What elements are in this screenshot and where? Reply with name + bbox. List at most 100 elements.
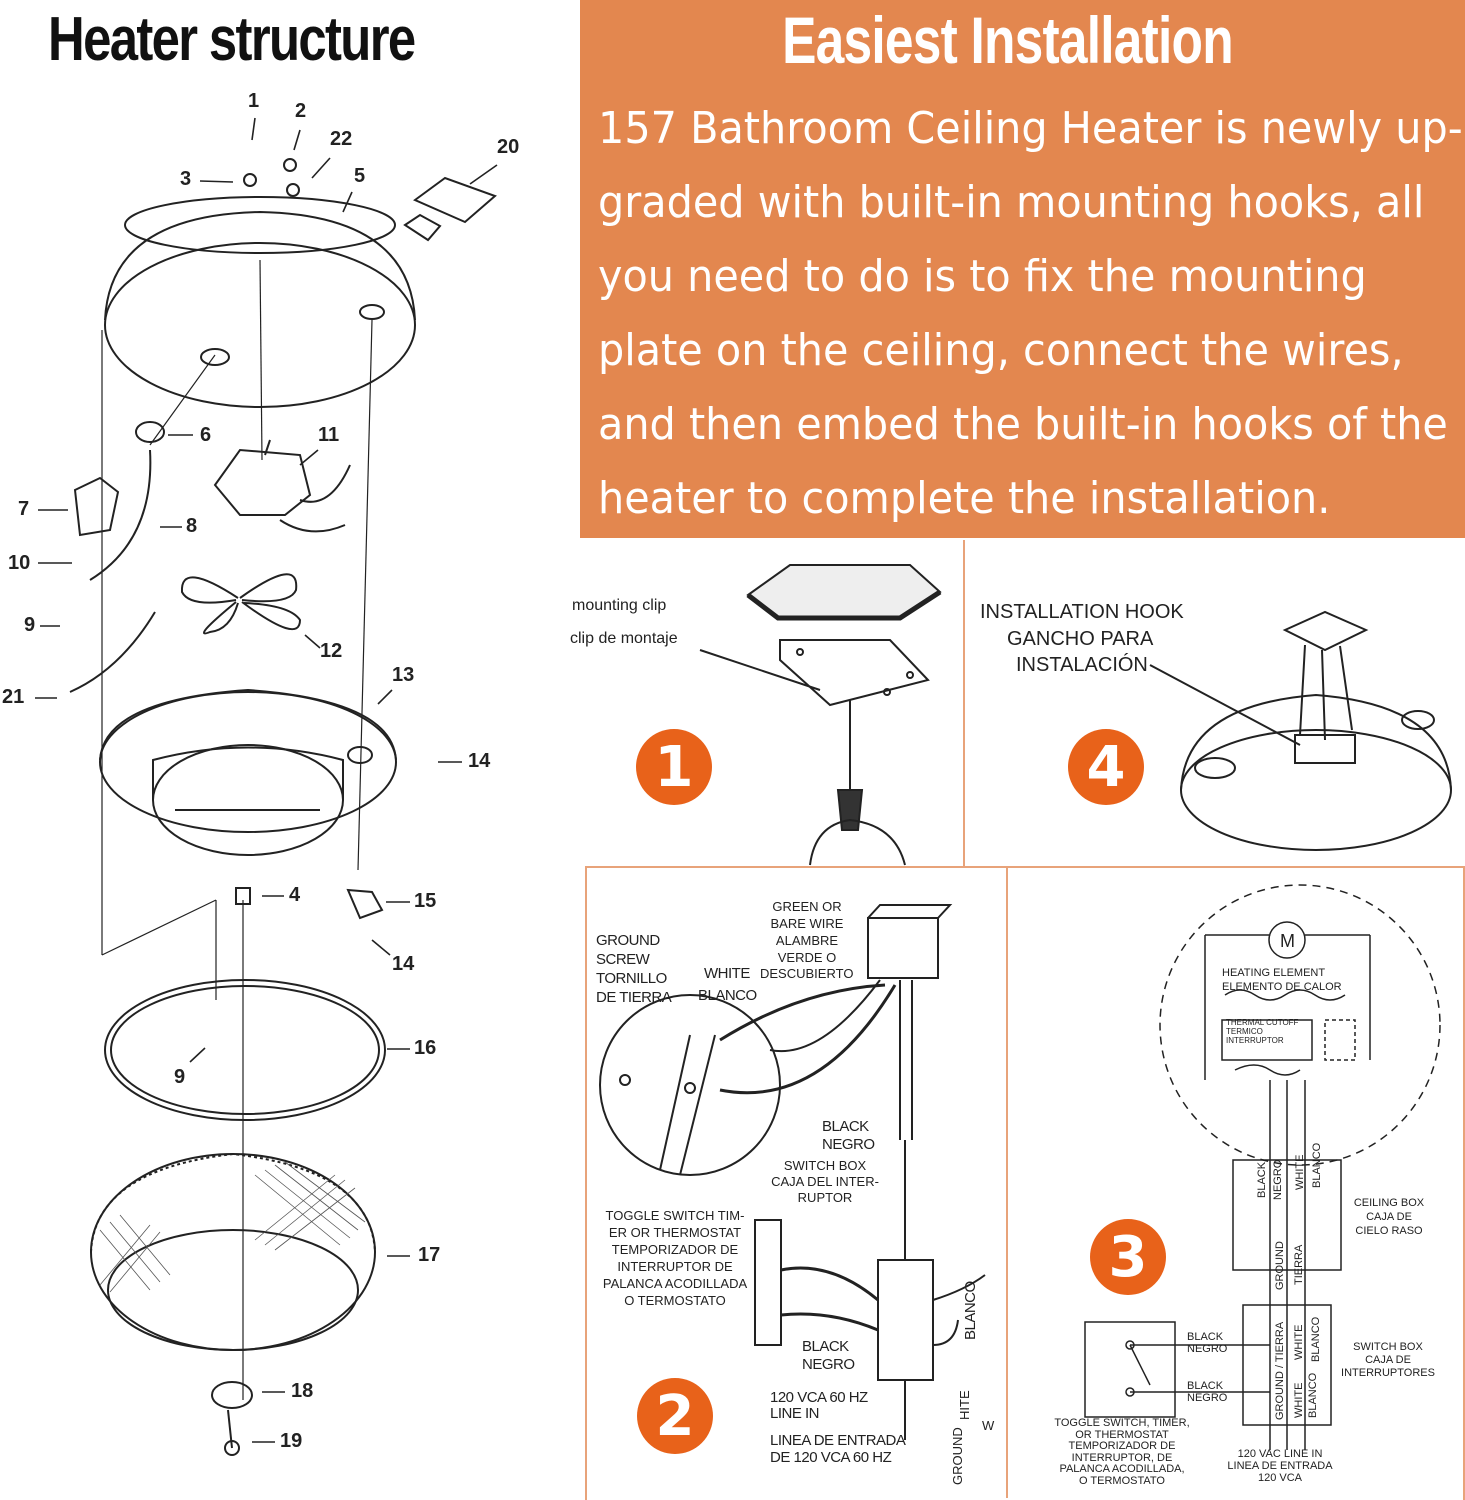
ground-screw-label: GROUND SCREW TORNILLO DE TIERRA: [596, 931, 672, 1007]
part-number: 2: [295, 100, 307, 122]
description-line: you need to do is to fix the mounting: [598, 251, 1367, 302]
part-number: 1: [248, 90, 260, 112]
switch-box-label: SWITCH BOX CAJA DEL INTER- RUPTOR: [770, 1158, 880, 1206]
label-line: INTERRUPTORES: [1341, 1367, 1435, 1379]
installation-hook-label: INSTALLATION HOOK: [980, 601, 1184, 623]
label-line: CEILING BOX: [1353, 1197, 1425, 1209]
part-number: 18: [291, 1380, 314, 1402]
label-line: ER OR THERMOSTAT: [608, 1225, 742, 1240]
step-badge-1: 1: [636, 729, 712, 805]
panel-divider: [585, 866, 1465, 1500]
w-label: W: [982, 1418, 995, 1433]
label-line: RUPTOR: [797, 1190, 853, 1205]
part-number: 9: [174, 1066, 186, 1088]
label-line: THERMAL CUTOFF: [1226, 1018, 1299, 1027]
black-wire-label-2: BLACK NEGRO: [1187, 1380, 1227, 1404]
part-number: 21: [2, 686, 25, 708]
mounting-clip-spanish-label: clip de montaje: [570, 630, 678, 647]
label-line: O TERMOSTATO: [1079, 1474, 1165, 1487]
part-number: 12: [320, 640, 343, 662]
part-number: 14: [468, 750, 491, 772]
part-number: 8: [186, 515, 198, 537]
part-number: 19: [280, 1430, 303, 1452]
description-line: graded with built-in mounting hooks, all: [598, 177, 1425, 228]
green-wire-label-line5: DESCUBIERTO: [760, 966, 854, 981]
thermal-cutoff-label: THERMAL CUTOFF TERMICO INTERRUPTOR: [1226, 1018, 1298, 1045]
label-line: ELEMENTO DE CALOR: [1222, 981, 1342, 993]
label-line: NEGRO: [802, 1356, 855, 1373]
label-line: BARE WIRE: [770, 916, 844, 931]
black-wire-label-1: BLACK NEGRO: [1187, 1331, 1227, 1355]
part-number: 15: [414, 890, 437, 912]
part-number: 16: [414, 1037, 437, 1059]
label-line: NEGRO: [822, 1136, 875, 1153]
black-vertical-label: BLACK: [1256, 1161, 1268, 1198]
label-line: GROUND: [596, 932, 660, 949]
label-line: BLACK: [1187, 1331, 1224, 1343]
part-number: 10: [8, 552, 31, 574]
ground-vertical-label: GROUND: [1274, 1241, 1286, 1290]
label-line: CAJA DEL INTER-: [771, 1174, 879, 1189]
part-number: 20: [497, 136, 520, 158]
label-line: INTERRUPTOR: [1226, 1036, 1284, 1045]
blanco-vertical-label-2: BLANCO: [1307, 1372, 1319, 1418]
label-line: INTERRUPTOR, DE: [1071, 1451, 1173, 1464]
label-line: 120 VAC LINE IN: [1237, 1448, 1323, 1460]
label-line: DE TIERRA: [596, 989, 672, 1006]
part-number: 4: [289, 884, 301, 906]
negro-vertical-label: NEGRO: [1272, 1159, 1284, 1200]
label-line: LINEA DE ENTRADA: [1227, 1460, 1333, 1472]
toggle-switch-label: TOGGLE SWITCH, TIMER, OR THERMOSTAT TEMP…: [1052, 1417, 1192, 1487]
description-line: and then embed the built-in hooks of the: [598, 399, 1448, 450]
part-number: 17: [418, 1244, 441, 1266]
label-line: VERDE O: [777, 950, 837, 965]
label-line: TORNILLO: [596, 970, 667, 987]
label-line: HEATING ELEMENT: [1222, 967, 1326, 979]
black-wire-label: BLACK NEGRO: [822, 1118, 875, 1154]
step-badge-4: 4: [1068, 729, 1144, 805]
label-line: BLACK: [1187, 1380, 1224, 1392]
line-in-label: 120 VCA 60 HZ LINE IN: [770, 1390, 868, 1422]
label-line: CAJA DE: [1366, 1211, 1412, 1223]
switch-box-label: SWITCH BOX CAJA DE INTERRUPTORES: [1338, 1341, 1438, 1380]
label-line: CAJA DE: [1365, 1354, 1411, 1366]
mounting-clip-label: mounting clip: [572, 597, 667, 614]
label-line: DE 120 VCA 60 HZ: [770, 1449, 892, 1466]
label-line: SWITCH BOX: [1353, 1341, 1423, 1353]
black-wire-label-2: BLACK NEGRO: [802, 1338, 855, 1374]
label-line: ALAMBRE: [775, 933, 839, 948]
step-badge-2: 2: [637, 1378, 713, 1454]
white-vertical-label: WHITE: [1294, 1154, 1306, 1190]
blanco-vertical-label-3: BLANCO: [1310, 1316, 1322, 1362]
linea-entrada-label: LINEA DE ENTRADA DE 120 VCA 60 HZ: [770, 1432, 906, 1466]
blanco-label: BLANCO: [698, 987, 757, 1004]
part-number: 13: [392, 664, 415, 686]
step-badge-3: 3: [1090, 1219, 1166, 1295]
label-line: NEGRO: [1187, 1343, 1228, 1355]
part-number: 3: [180, 168, 192, 190]
part-number: 14: [392, 953, 415, 975]
label-line: SWITCH BOX: [783, 1158, 867, 1173]
label-line: OR THERMOSTAT: [1075, 1428, 1169, 1441]
installation-hook-spanish-label: INSTALACIÓN: [1016, 654, 1148, 676]
part-number: 9: [24, 614, 36, 636]
label-line: 120 VCA 60 HZ: [770, 1389, 868, 1406]
installation-hook-spanish-label: GANCHO PARA: [1007, 628, 1154, 650]
part-number: 22: [330, 128, 353, 150]
label-line: BLACK: [802, 1338, 849, 1355]
label-line: INTERRUPTOR DE: [617, 1259, 733, 1274]
line-in-label: 120 VAC LINE IN LINEA DE ENTRADA 120 VCA: [1225, 1448, 1335, 1484]
motor-symbol: M: [1280, 931, 1295, 951]
label-line: LINE IN: [770, 1405, 820, 1422]
part-number: 7: [18, 498, 30, 520]
label-line: TOGGLE SWITCH TIM-: [605, 1208, 745, 1223]
label-line: LINEA DE ENTRADA: [770, 1432, 906, 1449]
white-vertical-label-2: WHITE: [1293, 1382, 1305, 1418]
label-line: TEMPORIZADOR DE: [1068, 1440, 1176, 1452]
installation-intro-panel: Easiest Installation 157 Bathroom Ceilin…: [580, 0, 1465, 538]
ground-tierra-vertical-label: GROUND / TIERRA: [1274, 1321, 1286, 1420]
